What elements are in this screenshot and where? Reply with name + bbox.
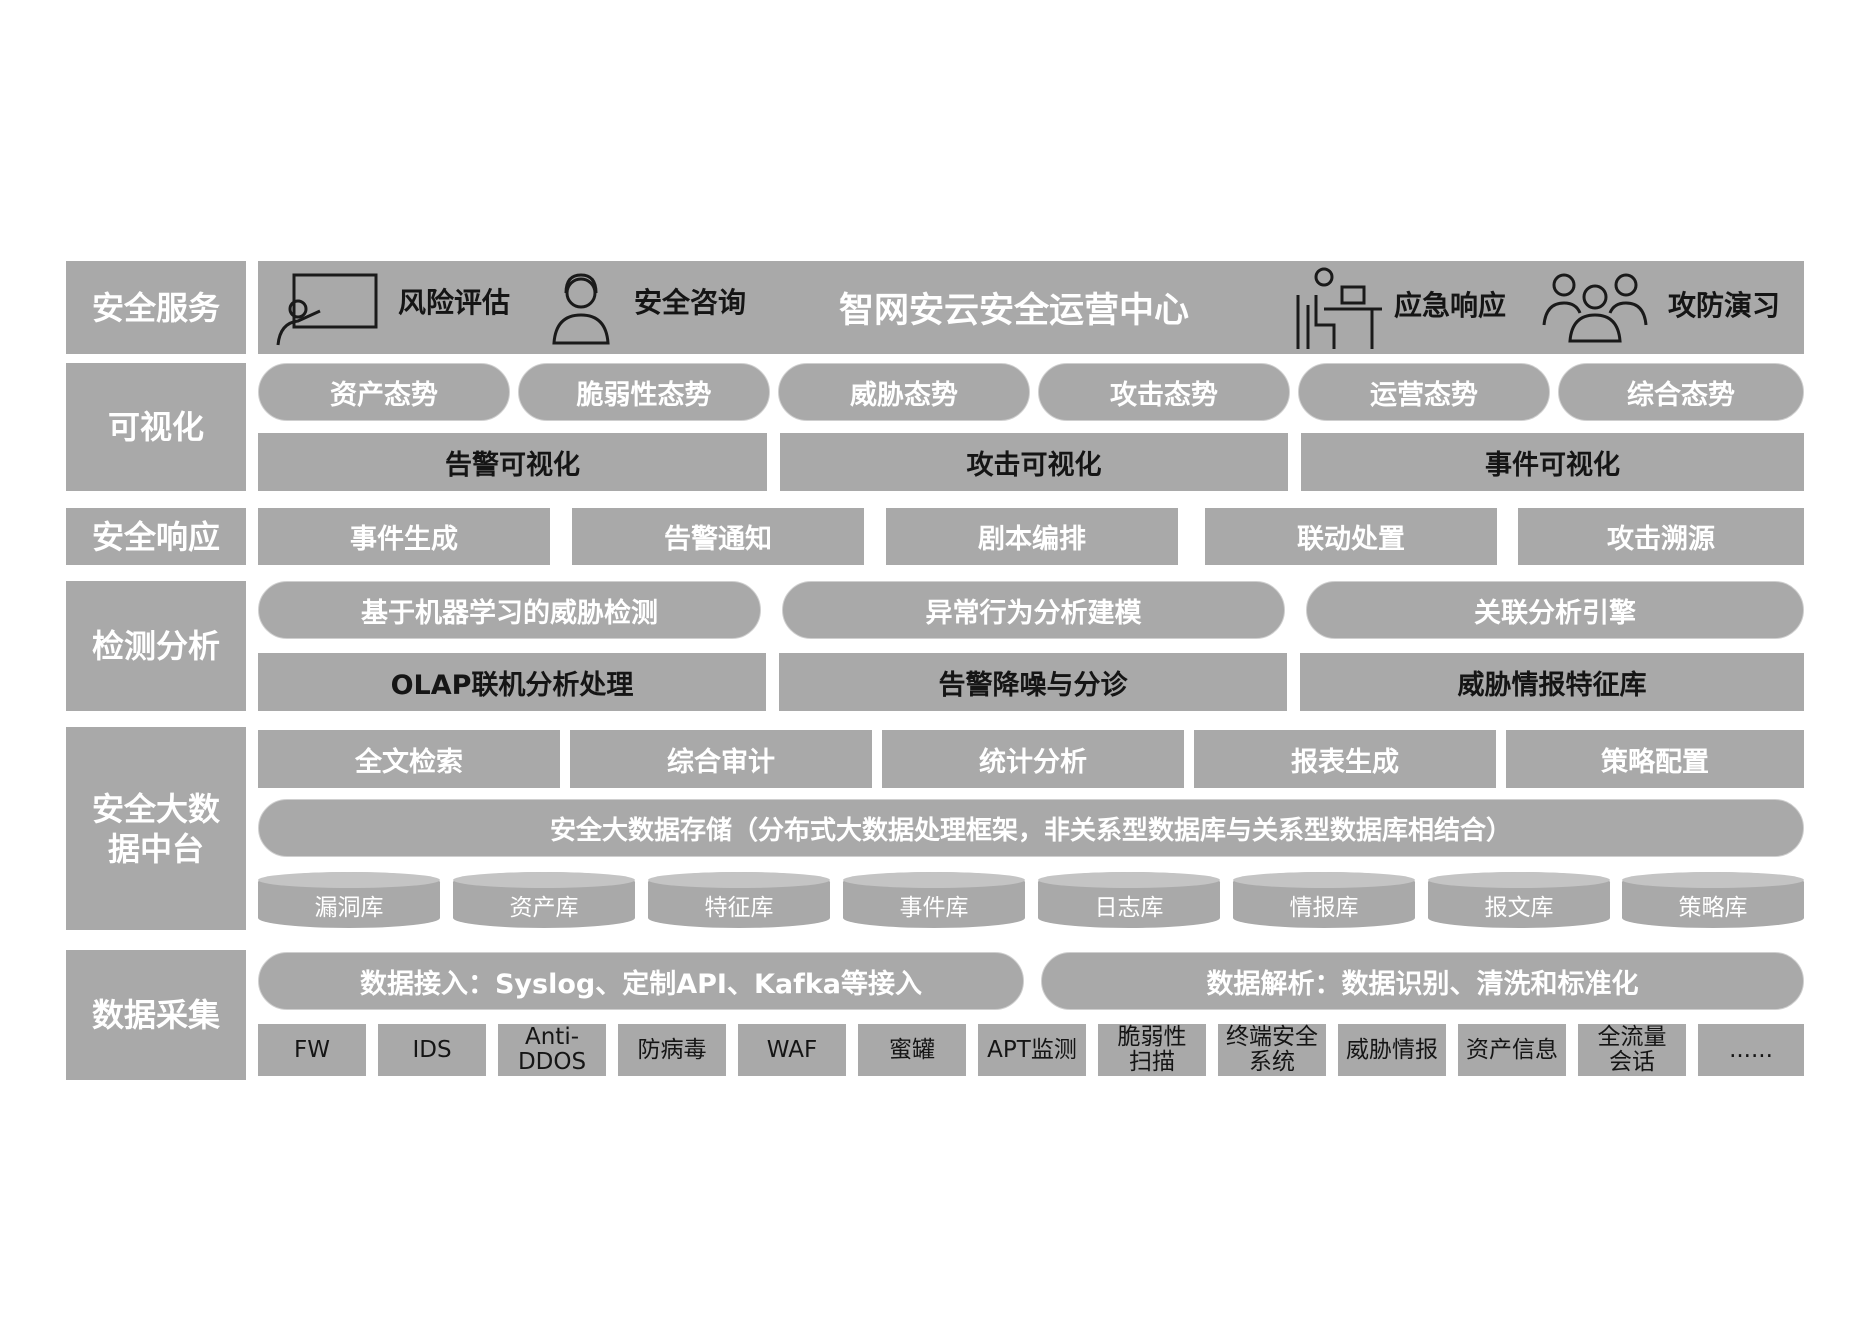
category-collection: 数据采集	[66, 950, 246, 1080]
source-ids: IDS	[378, 1024, 486, 1076]
posture-vulnerability: 脆弱性态势	[518, 363, 770, 421]
source-full-traffic: 全流量 会话	[1578, 1024, 1686, 1076]
service-risk-assessment: 风险评估	[398, 286, 511, 319]
center-title: 智网安云安全运营中心	[838, 291, 1189, 331]
bigdata-storage: 安全大数据存储（分布式大数据处理框架，非关系型数据库与关系型数据库相结合）	[258, 799, 1804, 857]
category-service: 安全服务	[66, 261, 246, 354]
detect-alert-denoise: 告警降噪与分诊	[779, 653, 1287, 711]
source-asset-info: 资产信息	[1458, 1024, 1566, 1076]
detect-threat-intel-library: 威胁情报特征库	[1300, 653, 1804, 711]
category-bigdata: 安全大数 据中台	[66, 727, 246, 930]
db-label: 报文库	[1484, 895, 1554, 921]
bigdata-fulltext-search: 全文检索	[258, 730, 560, 788]
source-more: ......	[1698, 1024, 1804, 1076]
visualization-event: 事件可视化	[1301, 433, 1804, 491]
consultant-headset-icon	[546, 271, 616, 347]
posture-comprehensive: 综合态势	[1558, 363, 1804, 421]
service-emergency-response: 应急响应	[1394, 289, 1507, 322]
db-packet: 报文库	[1428, 872, 1610, 928]
posture-asset: 资产态势	[258, 363, 510, 421]
detect-correlation-engine: 关联分析引擎	[1306, 581, 1804, 639]
service-bar: 风险评估 安全咨询 智网安云安全运营中心 应急响应 攻防演习	[258, 261, 1804, 354]
db-label: 漏洞库	[314, 895, 384, 921]
source-honeypot: 蜜罐	[858, 1024, 966, 1076]
bigdata-policy-config: 策略配置	[1506, 730, 1804, 788]
response-playbook: 剧本编排	[886, 508, 1178, 565]
db-label: 策略库	[1678, 895, 1748, 921]
db-intelligence: 情报库	[1233, 872, 1415, 928]
response-alert-notification: 告警通知	[572, 508, 864, 565]
collect-parse: 数据解析：数据识别、清洗和标准化	[1041, 952, 1804, 1010]
detect-ml-threat: 基于机器学习的威胁检测	[258, 581, 761, 639]
db-label: 日志库	[1094, 895, 1164, 921]
source-fw: FW	[258, 1024, 366, 1076]
db-label: 事件库	[899, 895, 969, 921]
response-event-generation: 事件生成	[258, 508, 550, 565]
team-group-icon	[1542, 269, 1648, 343]
db-label: 资产库	[509, 895, 579, 921]
posture-threat: 威胁态势	[778, 363, 1030, 421]
db-label: 特征库	[704, 895, 774, 921]
db-policy: 策略库	[1622, 872, 1804, 928]
service-attack-defense-drill: 攻防演习	[1668, 289, 1781, 322]
response-linked-handling: 联动处置	[1205, 508, 1497, 565]
source-apt: APT监测	[978, 1024, 1086, 1076]
response-attack-tracing: 攻击溯源	[1518, 508, 1804, 565]
visualization-alert: 告警可视化	[258, 433, 767, 491]
bigdata-statistics: 统计分析	[882, 730, 1184, 788]
posture-operations: 运营态势	[1298, 363, 1550, 421]
db-label: 情报库	[1289, 895, 1359, 921]
db-log: 日志库	[1038, 872, 1220, 928]
source-antivirus: 防病毒	[618, 1024, 726, 1076]
db-asset: 资产库	[453, 872, 635, 928]
detect-anomaly-modeling: 异常行为分析建模	[782, 581, 1285, 639]
category-response: 安全响应	[66, 508, 246, 565]
db-vulnerability: 漏洞库	[258, 872, 440, 928]
category-visualization: 可视化	[66, 363, 246, 491]
posture-attack: 攻击态势	[1038, 363, 1290, 421]
bigdata-report-generation: 报表生成	[1194, 730, 1496, 788]
source-threat-intel: 威胁情报	[1338, 1024, 1446, 1076]
collect-ingest: 数据接入：Syslog、定制API、Kafka等接入	[258, 952, 1024, 1010]
db-event: 事件库	[843, 872, 1025, 928]
bigdata-comprehensive-audit: 综合审计	[570, 730, 872, 788]
desk-worker-icon	[1294, 265, 1386, 351]
source-vuln-scan: 脆弱性 扫描	[1098, 1024, 1206, 1076]
source-waf: WAF	[738, 1024, 846, 1076]
category-detection: 检测分析	[66, 581, 246, 711]
service-consulting: 安全咨询	[634, 286, 747, 319]
source-endpoint: 终端安全 系统	[1218, 1024, 1326, 1076]
detect-olap: OLAP联机分析处理	[258, 653, 766, 711]
visualization-attack: 攻击可视化	[780, 433, 1288, 491]
db-feature: 特征库	[648, 872, 830, 928]
presentation-board-icon	[272, 271, 382, 347]
source-anti-ddos: Anti- DDOS	[498, 1024, 606, 1076]
